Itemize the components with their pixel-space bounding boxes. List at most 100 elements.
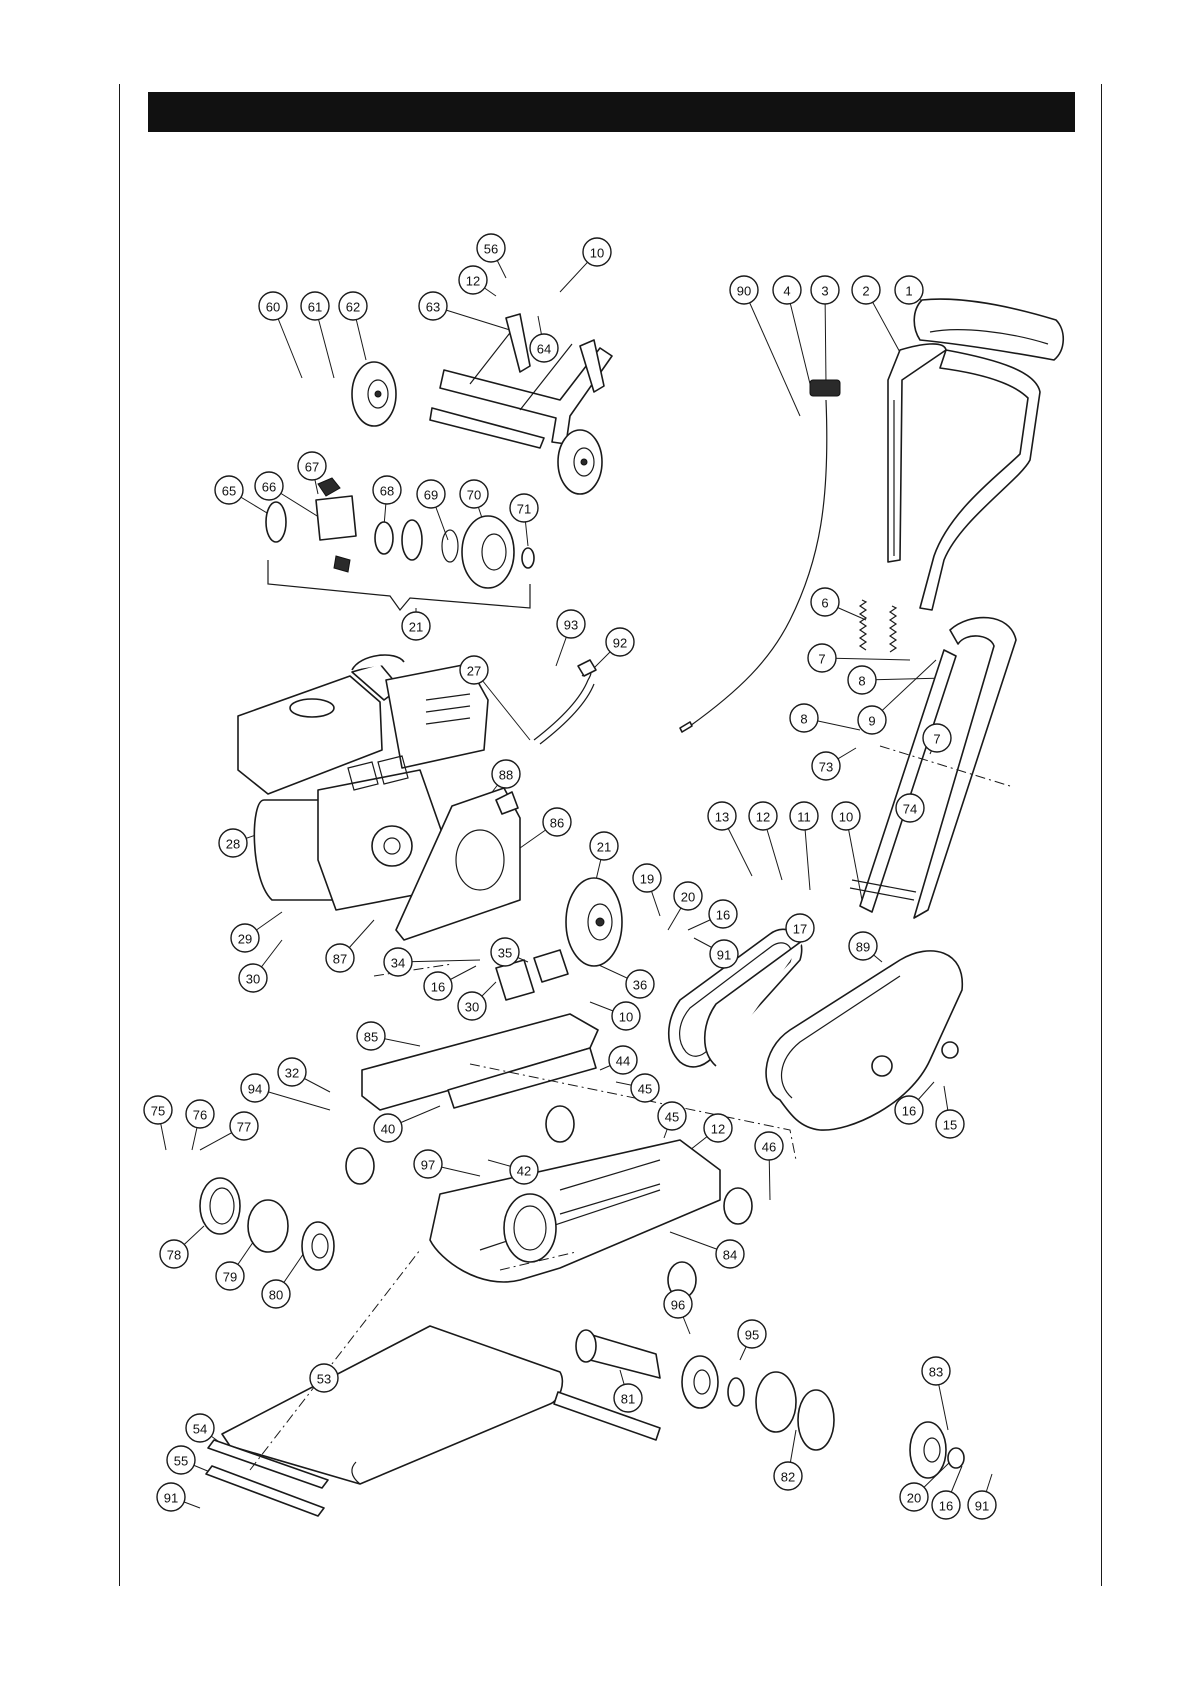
part-callout: 56 <box>477 234 505 262</box>
callout-number: 91 <box>164 1491 178 1506</box>
part-callout: 53 <box>310 1364 338 1392</box>
part-callout: 21 <box>402 612 430 640</box>
part-callout: 84 <box>716 1240 744 1268</box>
callout-number: 34 <box>391 956 405 971</box>
callout-number: 66 <box>262 480 276 495</box>
callout-number: 71 <box>517 502 531 517</box>
part-callout: 74 <box>896 794 924 822</box>
part-callout: 21 <box>590 832 618 860</box>
part-callout: 96 <box>664 1290 692 1318</box>
drive-pulley <box>566 878 622 966</box>
part-callout: 91 <box>968 1491 996 1519</box>
callout-number: 12 <box>711 1122 725 1137</box>
part-callout: 12 <box>749 802 777 830</box>
part-callout: 81 <box>614 1384 642 1412</box>
part-callout: 42 <box>510 1156 538 1184</box>
part-callout: 73 <box>812 752 840 780</box>
part-callout: 86 <box>543 808 571 836</box>
callout-number: 81 <box>621 1392 635 1407</box>
part-callout: 10 <box>583 238 611 266</box>
callout-number: 89 <box>856 940 870 955</box>
part-callout: 55 <box>167 1446 195 1474</box>
callout-number: 8 <box>858 674 865 689</box>
part-callout: 7 <box>808 644 836 672</box>
part-callout: 30 <box>239 964 267 992</box>
part-callout: 16 <box>709 900 737 928</box>
part-callout: 90 <box>730 276 758 304</box>
part-callout: 3 <box>811 276 839 304</box>
callout-number: 85 <box>364 1030 378 1045</box>
callout-number: 8 <box>800 712 807 727</box>
part-callout: 62 <box>339 292 367 320</box>
part-callout: 45 <box>658 1102 686 1130</box>
callout-number: 1 <box>905 284 912 299</box>
part-callout: 82 <box>774 1462 802 1490</box>
part-callout: 83 <box>922 1357 950 1385</box>
callout-number: 12 <box>756 810 770 825</box>
callout-number: 87 <box>333 952 347 967</box>
callout-number: 16 <box>716 908 730 923</box>
part-callout: 70 <box>460 480 488 508</box>
part-callout: 6 <box>811 588 839 616</box>
part-callout: 60 <box>259 292 287 320</box>
callout-number: 90 <box>737 284 751 299</box>
callout-number: 76 <box>193 1108 207 1123</box>
callout-number: 84 <box>723 1248 737 1263</box>
part-callout: 1 <box>895 276 923 304</box>
part-callout: 8 <box>790 704 818 732</box>
part-callout: 79 <box>216 1262 244 1290</box>
part-callout: 76 <box>186 1100 214 1128</box>
callout-number: 11 <box>797 810 811 825</box>
part-callout: 11 <box>790 802 818 830</box>
part-callout: 20 <box>900 1483 928 1511</box>
part-callout: 40 <box>374 1114 402 1142</box>
base-plate <box>430 1140 720 1282</box>
bearing-cover <box>200 1178 334 1270</box>
callout-number: 12 <box>466 274 480 289</box>
callout-number: 68 <box>380 484 394 499</box>
part-callout: 75 <box>144 1096 172 1124</box>
part-callout: 34 <box>384 948 412 976</box>
callout-number: 29 <box>238 932 252 947</box>
callout-number: 94 <box>248 1082 262 1097</box>
part-callout: 71 <box>510 494 538 522</box>
part-callout: 45 <box>631 1074 659 1102</box>
callout-number: 73 <box>819 760 833 775</box>
part-callout: 16 <box>932 1491 960 1519</box>
callout-number: 69 <box>424 488 438 503</box>
part-callout: 8 <box>848 666 876 694</box>
part-callout: 92 <box>606 628 634 656</box>
callout-number: 44 <box>616 1054 630 1069</box>
callout-number: 10 <box>619 1010 633 1025</box>
part-callout: 97 <box>414 1150 442 1178</box>
callout-number: 55 <box>174 1454 188 1469</box>
callout-number: 46 <box>762 1140 776 1155</box>
part-callout: 85 <box>357 1022 385 1050</box>
part-callout: 2 <box>852 276 880 304</box>
callout-number: 30 <box>465 1000 479 1015</box>
callout-number: 15 <box>943 1118 957 1133</box>
callout-number: 7 <box>933 732 940 747</box>
callout-number: 20 <box>907 1491 921 1506</box>
part-callout: 77 <box>230 1112 258 1140</box>
part-callout: 13 <box>708 802 736 830</box>
callout-number: 63 <box>426 300 440 315</box>
part-callout: 67 <box>298 452 326 480</box>
callout-number: 97 <box>421 1158 435 1173</box>
part-callout: 66 <box>255 472 283 500</box>
part-callout: 65 <box>215 476 243 504</box>
callout-number: 45 <box>638 1082 652 1097</box>
callout-number: 3 <box>821 284 828 299</box>
part-callout: 89 <box>849 932 877 960</box>
part-callout: 35 <box>491 938 519 966</box>
callout-number: 74 <box>903 802 917 817</box>
callout-number: 4 <box>783 284 790 299</box>
part-callout: 68 <box>373 476 401 504</box>
callout-number: 21 <box>597 840 611 855</box>
callout-number: 32 <box>285 1066 299 1081</box>
part-callout: 30 <box>458 992 486 1020</box>
belt-guard <box>766 951 962 1130</box>
part-callout: 80 <box>262 1280 290 1308</box>
callout-number: 27 <box>467 664 481 679</box>
callout-leader <box>787 290 812 392</box>
